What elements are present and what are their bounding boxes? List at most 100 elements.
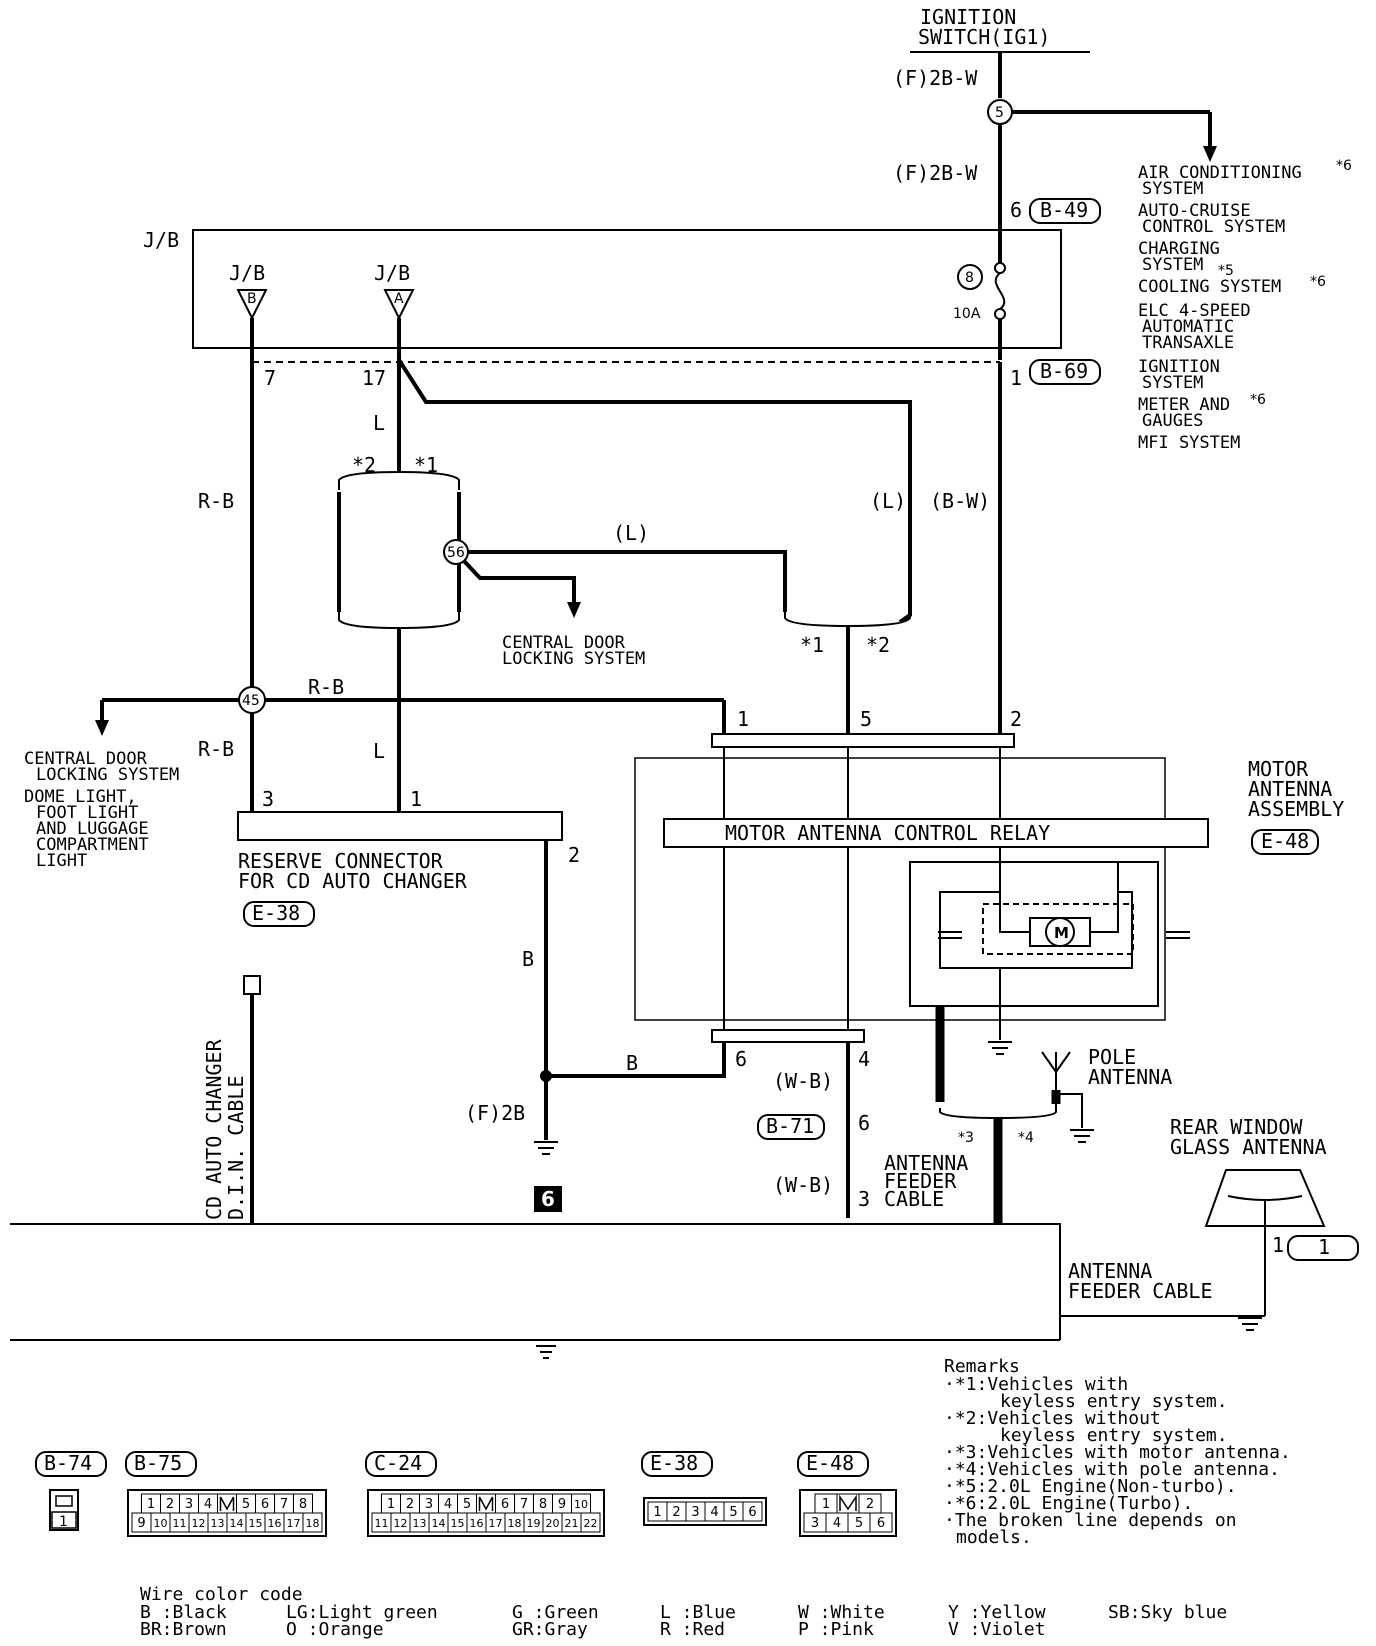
dest-central-1: LOCKING SYSTEM xyxy=(502,649,645,669)
option-bracket-feeder xyxy=(939,1100,1057,1120)
pin-number: 2 xyxy=(672,1505,680,1520)
dest-left-0: CENTRAL DOOR xyxy=(24,749,148,769)
destinations-left: CENTRAL DOOR LOCKING SYSTEM DOME LIGHT, … xyxy=(24,749,179,871)
ground-symbol-motor xyxy=(988,1041,1012,1055)
pin-res-2: 2 xyxy=(568,843,580,867)
remarks-line-2: ·*2:Vehicles without xyxy=(944,1408,1161,1429)
pole-antenna-1: ANTENNA xyxy=(1088,1065,1172,1089)
cd-cable-plug xyxy=(243,975,261,995)
pin-number: 1 xyxy=(387,1497,395,1512)
pin-number: 3 xyxy=(691,1505,699,1520)
ground-point-label: 6 xyxy=(541,1187,555,1211)
motor-lead-left xyxy=(999,892,1030,933)
connector-b71 xyxy=(757,1114,825,1140)
pin-number: 1 xyxy=(147,1497,155,1512)
cd-cable-label-0: CD AUTO CHANGER xyxy=(202,1038,226,1220)
wcc-12: SB:Sky blue xyxy=(1108,1602,1227,1623)
pin-number: 6 xyxy=(748,1505,756,1520)
pin-number: 15 xyxy=(451,1517,465,1530)
connector-b49-label: B-49 xyxy=(1040,198,1088,222)
dest-right-8: AUTOMATIC xyxy=(1142,317,1234,337)
pin-relay-1: 1 xyxy=(737,707,749,731)
pin-number: 6 xyxy=(261,1497,269,1512)
fuse-terminal-bottom xyxy=(994,308,1006,320)
cv-e38-tag xyxy=(641,1451,713,1477)
pin-number: 1 xyxy=(653,1505,661,1520)
motor-symbol xyxy=(1045,917,1075,947)
pin-number: 4 xyxy=(204,1497,212,1512)
fuse-number-circle xyxy=(957,264,983,290)
dest-left-5: COMPARTMENT xyxy=(36,835,149,855)
wire-l-splice-right xyxy=(468,550,787,612)
pin-out-6: 6 xyxy=(735,1047,747,1071)
pin-1-b69: 1 xyxy=(1010,366,1022,390)
motor-lead-right xyxy=(1090,892,1119,933)
cv-e38-label: E-38 xyxy=(650,1451,698,1475)
remarks-line-1: keyless entry system. xyxy=(1000,1391,1228,1412)
remarks-line-5: ·*4:Vehicles with pole antenna. xyxy=(944,1459,1280,1480)
reserve-connector xyxy=(237,811,563,841)
jb-b-label: J/B xyxy=(229,261,265,285)
pin-number: 3 xyxy=(185,1497,193,1512)
rear-window-glass xyxy=(1204,1169,1326,1227)
wcc-7: R :Red xyxy=(660,1619,725,1640)
connector-e48-label: E-48 xyxy=(1261,829,1309,853)
ground-symbol-shield xyxy=(536,1345,556,1359)
pin-number: 10 xyxy=(574,1498,588,1511)
pin-out-4: 4 xyxy=(858,1047,870,1071)
remarks-line-7: ·*6:2.0L Engine(Turbo). xyxy=(944,1493,1193,1514)
dest-right-14: MFI SYSTEM xyxy=(1138,433,1240,453)
option-bracket-right xyxy=(784,612,911,628)
relay-connector-bottom xyxy=(711,1029,865,1043)
motor-label: M xyxy=(1054,924,1069,942)
pin-number: 8 xyxy=(299,1497,307,1512)
cv-b74-pin: 1 xyxy=(59,1514,68,1530)
fuse-terminal-top xyxy=(994,262,1006,274)
wire-label-b-vert: B xyxy=(522,947,534,971)
ignition-label-1: IGNITION xyxy=(920,5,1016,29)
pin-cell xyxy=(302,1512,323,1533)
wire-label-rb-low: R-B xyxy=(198,737,234,761)
pin-17: 17 xyxy=(362,366,386,390)
pin-number: 5 xyxy=(855,1516,863,1531)
wire-label-2bw-mid: (F)2B-W xyxy=(893,161,978,185)
dest-right-7: ELC 4-SPEED xyxy=(1138,301,1251,321)
key-mark xyxy=(478,1496,494,1511)
remarks-line-6: ·*5:2.0L Engine(Non-turbo). xyxy=(944,1476,1237,1497)
jb-a-letter: A xyxy=(394,291,404,307)
key-mark xyxy=(219,1496,235,1511)
pin-7: 7 xyxy=(264,366,276,390)
wire-label-l-low: L xyxy=(373,739,385,763)
pin-number: 14 xyxy=(432,1517,446,1530)
pin-res-1: 1 xyxy=(410,787,422,811)
option-s3: *3 xyxy=(958,1130,974,1146)
dest-mark-cooling: *6 xyxy=(1310,274,1326,290)
option-s2-top: *2 xyxy=(352,453,376,477)
pole-antenna-0: POLE xyxy=(1088,1045,1136,1069)
ground-point-box xyxy=(534,1186,562,1212)
wire-color-code: Wire color code B :Black BR:Brown LG:Lig… xyxy=(140,1584,1227,1640)
dest-left-6: LIGHT xyxy=(36,851,87,871)
wcc-11: V :Violet xyxy=(948,1619,1046,1640)
ignition-label-2: SWITCH(IG1) xyxy=(918,25,1050,49)
cv-b74: 1 xyxy=(49,1489,79,1531)
pin-number: 1 xyxy=(822,1497,830,1512)
relay-label: MOTOR ANTENNA CONTROL RELAY xyxy=(725,821,1050,845)
wcc-3: O :Orange xyxy=(286,1619,384,1640)
cv-b75-tag xyxy=(125,1451,197,1477)
feeder-a-1: FEEDER xyxy=(884,1169,957,1193)
remarks: Remarks ·*1:Vehicles with keyless entry … xyxy=(944,1356,1291,1548)
pin-number: 6 xyxy=(877,1516,885,1531)
pin-number: 7 xyxy=(280,1497,288,1512)
dest-left-2: DOME LIGHT, xyxy=(24,787,137,807)
wcc-6: L :Blue xyxy=(660,1602,736,1623)
pin-relay-2: 2 xyxy=(1010,707,1022,731)
pin-number: 9 xyxy=(558,1497,566,1512)
motor-antenna-assembly-box xyxy=(634,757,1166,1021)
pin-number: 19 xyxy=(527,1517,541,1530)
pin-number: 2 xyxy=(166,1497,174,1512)
dest-right-11: SYSTEM xyxy=(1142,373,1203,393)
